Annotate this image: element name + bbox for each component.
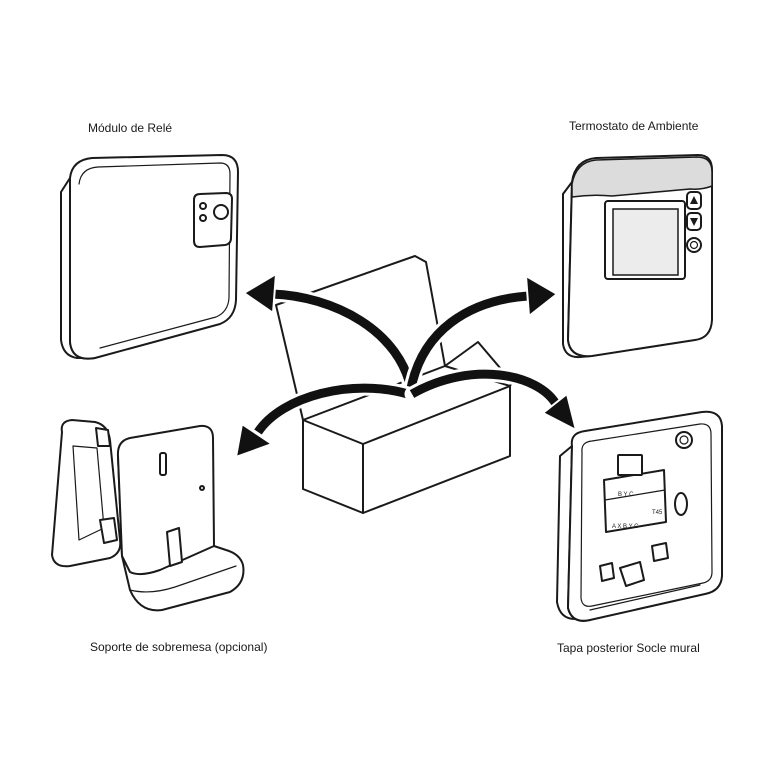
arrow-to-desk-stand xyxy=(254,383,410,435)
relay-module-front-edge xyxy=(78,162,231,349)
terminal-markings-top: B Y C xyxy=(618,492,634,498)
wall-plate-illustration: B Y C A X B Y C T45 xyxy=(556,410,723,622)
wall-plate-inner-rim xyxy=(580,423,713,607)
wall-plate-latch xyxy=(619,561,645,587)
desk-stand-label: Soporte de sobremesa (opcional) xyxy=(90,640,267,654)
stand-screw-hole xyxy=(199,485,205,491)
terminal-block xyxy=(603,469,667,533)
relay-module-illustration xyxy=(60,154,239,360)
relay-module-body xyxy=(69,154,239,360)
arrowhead-icon xyxy=(235,423,273,458)
wall-plate-clip xyxy=(599,562,615,582)
arrowhead-icon xyxy=(525,275,558,317)
room-thermostat-illustration xyxy=(562,154,713,359)
mounting-hole-inner xyxy=(679,435,689,445)
terminal-block-divider xyxy=(604,489,666,501)
arrow-to-relay-module xyxy=(271,289,417,395)
terminal-markings-bottom: A X B Y C xyxy=(612,524,639,530)
box-left-face xyxy=(302,419,364,514)
stand-clip-tab xyxy=(95,427,111,447)
arrows xyxy=(235,273,577,458)
stand-back-panel xyxy=(116,424,215,576)
box-front-face xyxy=(362,385,511,514)
thermostat-display xyxy=(612,208,679,276)
up-arrow-icon xyxy=(690,196,698,204)
stand-bottom-slot xyxy=(166,527,183,567)
stand-base-edge xyxy=(129,565,237,593)
terminal-slot xyxy=(617,454,643,476)
relay-module-label: Módulo de Relé xyxy=(88,121,172,135)
wall-plate-bottom-edge xyxy=(589,584,701,611)
select-button-icon xyxy=(689,240,699,250)
down-arrow-icon xyxy=(690,218,698,226)
relay-led-icon xyxy=(199,202,207,210)
wall-plate-label: Tapa posterior Socle mural xyxy=(557,641,700,655)
relay-button-icon xyxy=(213,204,229,220)
model-marking: T45 xyxy=(652,510,663,516)
wall-plate-clip xyxy=(651,542,669,562)
desk-stand-illustration xyxy=(51,419,245,612)
thermostat-top-cover xyxy=(571,156,713,198)
mounting-slot xyxy=(674,492,688,516)
relay-led-icon xyxy=(199,214,207,222)
arrowhead-icon xyxy=(542,393,577,431)
arrow-to-wall-plate xyxy=(409,369,560,407)
stand-clip-tab xyxy=(99,517,118,544)
stand-top-slot xyxy=(159,452,167,476)
arrow-to-thermostat xyxy=(405,291,529,395)
arrowhead-icon xyxy=(243,273,277,314)
thermostat-select-button xyxy=(686,237,702,253)
mounting-hole xyxy=(675,431,693,449)
room-thermostat-label: Termostato de Ambiente xyxy=(569,119,699,133)
